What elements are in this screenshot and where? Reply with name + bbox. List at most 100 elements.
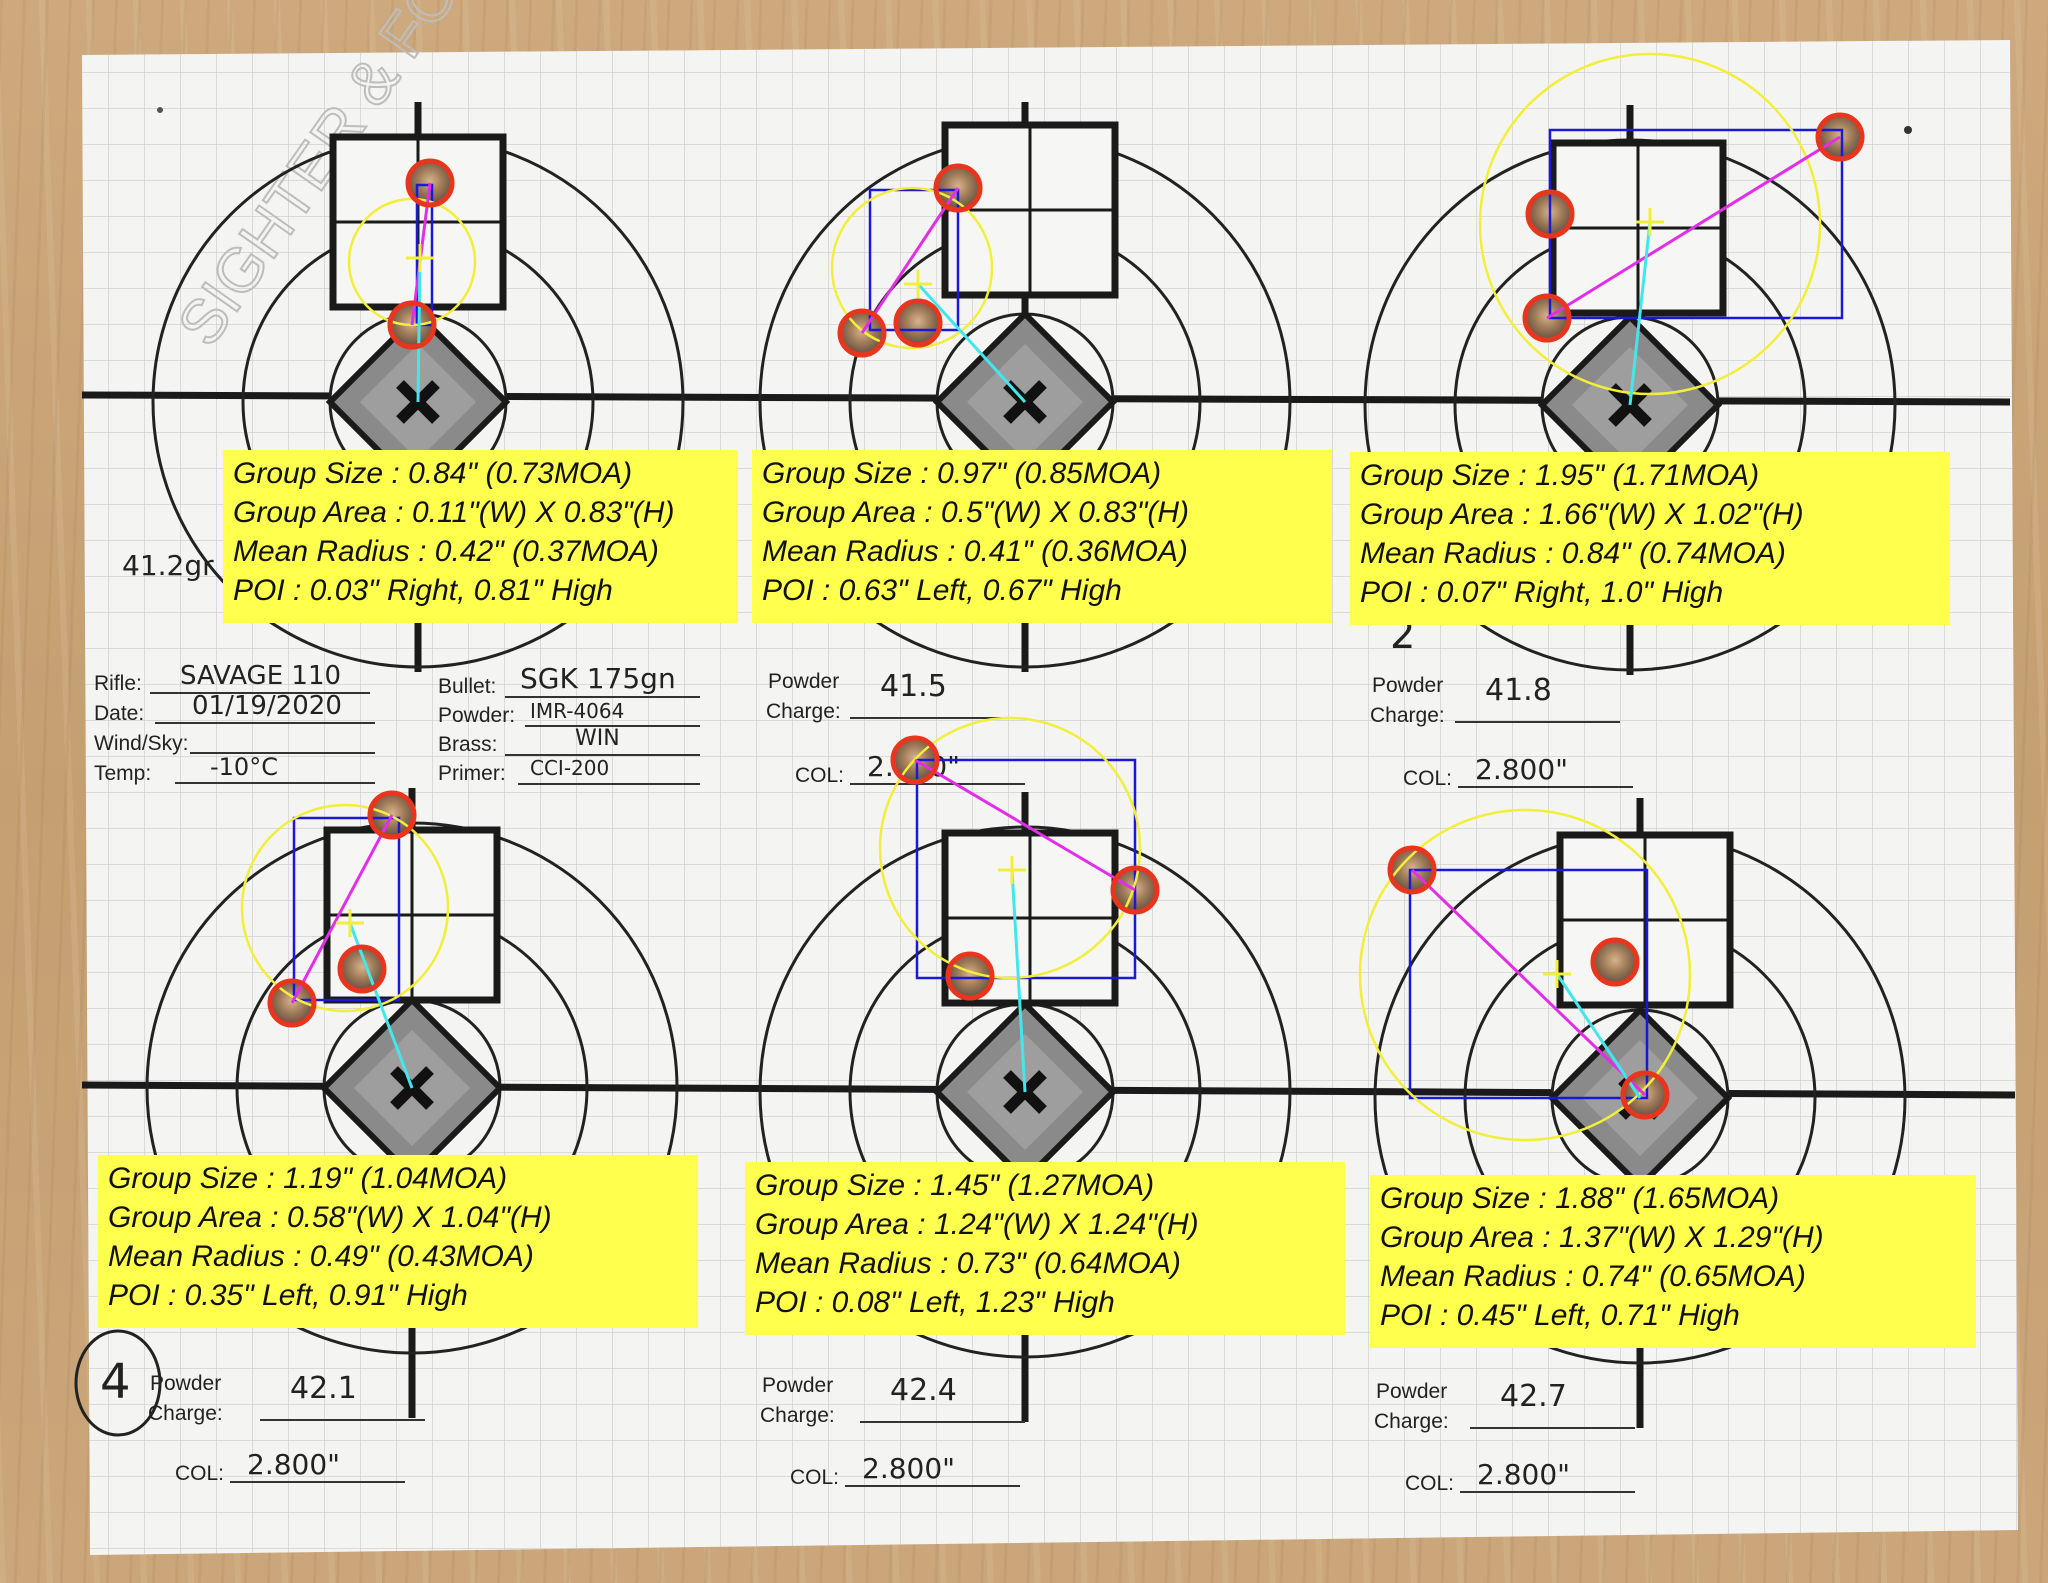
bullet-hole [898,303,938,343]
col-value: 2.800" [247,1448,340,1481]
shot-marker-ring [1110,865,1160,915]
mean-radius-text: Mean Radius : 0.42" (0.37MOA) [233,535,659,568]
temp-label: Temp: [94,762,151,785]
group-area-text: Group Area : 1.37"(W) X 1.29"(H) [1380,1221,1824,1254]
shot-marker-ring [1387,845,1437,895]
shot-group-3 [1478,52,1865,406]
group-area-text: Group Area : 1.66"(W) X 1.02"(H) [1360,498,1804,531]
group-center-mark [1636,208,1664,236]
stats-label-target-4: Group Size : 1.19" (1.04MOA) Group Area … [98,1155,698,1328]
outer-ring [758,825,1292,1359]
powder-charge-value: 41.8 [1485,673,1552,708]
group-bounding-box [1408,868,1649,1100]
col-label: COL: [175,1462,224,1485]
poi-text: POI : 0.03" Right, 0.81" High [233,574,613,607]
rifle-label: Rifle: [94,672,142,695]
powder-charge-label: Powder [762,1374,833,1397]
group-size-text: Group Size : 1.45" (1.27MOA) [755,1169,1155,1202]
group-center-mark [336,909,364,937]
mean-radius-circle [1358,808,1692,1142]
shot-group-2 [830,163,1027,404]
mean-radius-text: Mean Radius : 0.73" (0.64MOA) [755,1247,1181,1280]
group-bounding-box [1548,128,1844,320]
wind-label: Wind/Sky: [94,732,189,755]
extreme-spread-line [1546,135,1841,320]
powder-charge-label: Charge: [148,1402,223,1425]
shot-group-1 [347,158,477,403]
stats-label-target-2: Group Size : 0.97" (0.85MOA) Group Area … [752,450,1332,623]
poi-offset-line [1628,221,1652,406]
stats-label-target-1: Group Size : 0.84" (0.73MOA) Group Area … [223,450,738,623]
shot-marker-ring [367,790,417,840]
col-label: COL: [795,764,844,787]
shot-marker-ring [1525,189,1575,239]
shot-marker-ring [387,300,437,350]
shot-marker-ring [267,978,317,1028]
temp-value: -10°C [210,753,278,781]
mean-radius-text: Mean Radius : 0.84" (0.74MOA) [1360,537,1786,570]
group-size-text: Group Size : 1.19" (1.04MOA) [108,1162,508,1195]
mean-radius-text: Mean Radius : 0.41" (0.36MOA) [762,535,1188,568]
poi-offset-line [1010,869,1027,1093]
bullet-hole [950,956,990,996]
poi-offset-line [916,282,1027,404]
powder-charge-label: Charge: [766,700,841,723]
powder-charge-label: Powder [150,1372,221,1395]
powder-charge-label: Powder [768,670,839,693]
primer-value: CCI-200 [530,756,609,780]
powder-charge-label: Powder [1372,674,1443,697]
poi-text: POI : 0.07" Right, 1.0" High [1360,576,1724,609]
mean-radius-text: Mean Radius : 0.74" (0.65MOA) [1380,1260,1806,1293]
col-value: 2.800" [862,1452,955,1485]
powder-charge-value: 42.4 [890,1373,957,1408]
shot-marker-ring [933,163,983,213]
col-label: COL: [1403,767,1452,790]
stats-label-target-6: Group Size : 1.88" (1.65MOA) Group Area … [1370,1175,1976,1348]
mean-radius-circle [1478,52,1822,396]
mean-radius-text: Mean Radius : 0.49" (0.43MOA) [108,1240,534,1273]
shot-group-4 [240,790,450,1089]
bullet-hole [1595,942,1635,982]
group-area-text: Group Area : 0.5"(W) X 0.83"(H) [762,496,1189,529]
group-center-mark [904,270,932,298]
powder-charge-label: Charge: [1374,1410,1449,1433]
extreme-spread-line [860,187,960,334]
target-number-circle [74,1329,162,1437]
poi-text: POI : 0.63" Left, 0.67" High [762,574,1122,607]
paper-mark [157,107,163,113]
shot-marker-ring [893,298,943,348]
shot-marker-ring [890,735,940,785]
powder-charge-label: Charge: [1370,704,1445,727]
shot-marker-ring [1522,293,1572,343]
group-center-mark [998,856,1026,884]
bullet-value: SGK 175gn [520,662,676,695]
shot-marker-ring [945,951,995,1001]
poi-text: POI : 0.08" Left, 1.23" High [755,1286,1115,1319]
group-area-text: Group Area : 1.24"(W) X 1.24"(H) [755,1208,1199,1241]
col-label: COL: [1405,1472,1454,1495]
paper-mark [1904,126,1912,134]
powder-charge-value: 42.1 [290,1371,357,1406]
col-value: 2.800" [1475,753,1568,786]
extreme-spread-line [914,758,1136,892]
extreme-spread-line [1410,868,1647,1097]
col-label: COL: [790,1466,839,1489]
group-area-text: Group Area : 0.58"(W) X 1.04"(H) [108,1201,552,1234]
mean-radius-circle [830,186,994,350]
group-size-text: Group Size : 1.95" (1.71MOA) [1360,459,1760,492]
mean-radius-circle [240,803,450,1013]
shot-marker-ring [1815,112,1865,162]
group-bounding-box [868,188,960,332]
group-size-text: Group Size : 1.88" (1.65MOA) [1380,1182,1780,1215]
shot-group-5 [878,716,1160,1093]
shot-marker-ring [405,158,455,208]
primer-label: Primer: [438,762,506,785]
powder-charge-value: 42.7 [1500,1379,1567,1414]
mean-radius-circle [878,716,1142,980]
poi-offset-line [1555,973,1642,1099]
shot-marker-ring [337,944,387,994]
bullet-label: Bullet: [438,675,496,698]
powder-label: Powder: [438,704,515,727]
margin-note: 41.2gr [122,549,214,582]
powder-charge-label: Charge: [760,1404,835,1427]
